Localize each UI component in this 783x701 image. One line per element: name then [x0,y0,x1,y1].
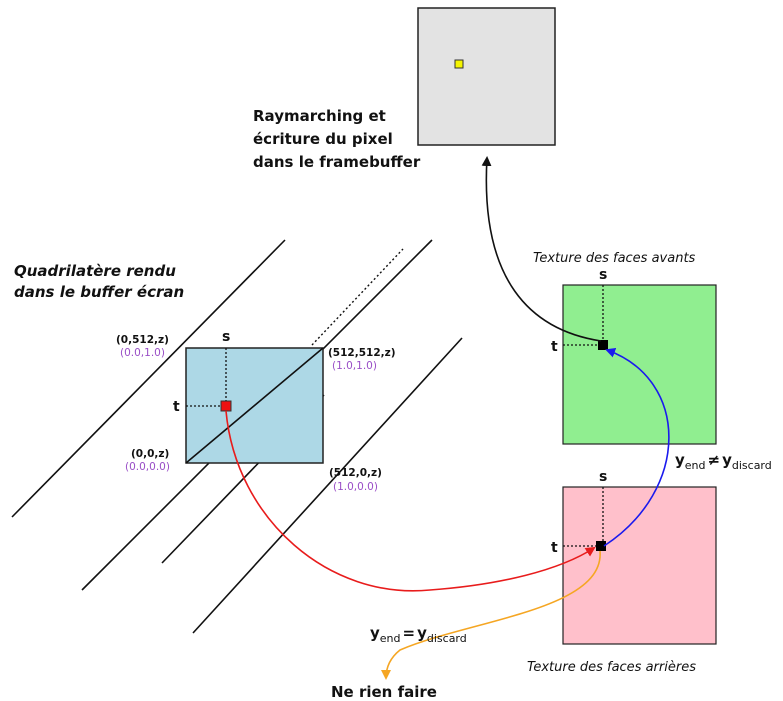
cond-ne-lhs: y [675,451,685,469]
screen-t-label: t [173,399,180,415]
framebuffer-group: Raymarching et écriture du pixel dans le… [253,7,556,171]
corner-bottom-left-uv: (0.0,0.0) [125,461,170,473]
front-texel [598,340,608,350]
black-arrow [481,156,602,342]
cond-eq-lhs-sub: end [380,632,401,645]
cond-eq-rhs: y [417,624,427,642]
front-texture-group: Texture des faces avants s t [533,251,717,445]
framebuffer-caption-line-2: écriture du pixel [253,130,393,148]
arrows [225,156,670,680]
cond-eq-lhs: y [370,624,380,642]
corner-top-left-uv: (0.0,1.0) [120,347,165,359]
back-s-label: s [599,469,607,485]
front-texture-caption: Texture des faces avants [533,251,696,266]
corner-bottom-right-uv: (1.0,0.0) [333,481,378,493]
do-nothing-label: Ne rien faire [331,683,437,701]
svg-text:yend=ydiscard: yend=ydiscard [370,624,467,645]
svg-text:yend≠ydiscard: yend≠ydiscard [675,451,772,472]
back-t-label: t [551,540,558,556]
diagonal-line-dotted [311,248,404,346]
front-texture-square [562,284,717,445]
cond-ne-rhs: y [722,451,732,469]
screen-quad-caption-line-2: dans le buffer écran [14,283,184,301]
condition-equal: yend=ydiscard [370,624,467,645]
framebuffer-caption-line-3: dans le framebuffer [253,153,421,171]
red-arrow [225,410,596,592]
corner-top-right-uv: (1.0,1.0) [332,360,377,372]
screen-pixel [220,400,232,412]
corner-top-right-pos: (512,512,z) [328,347,396,359]
cond-ne-rhs-sub: discard [732,459,772,472]
corner-bottom-left-pos: (0,0,z) [131,448,169,460]
screen-s-label: s [222,329,230,345]
screen-quad-diagonal [185,347,324,464]
framebuffer-pixel [454,59,464,69]
framebuffer-square [417,7,556,146]
back-texel [596,541,606,551]
back-texture-square [562,486,717,645]
cond-eq-op: = [403,624,416,642]
cond-ne-op: ≠ [708,451,721,469]
screen-quad-group: Quadrilatère rendu dans le buffer écran … [14,262,396,493]
corner-bottom-right-pos: (512,0,z) [329,467,382,479]
orange-arrow [381,550,601,680]
back-texture-group: s t Texture des faces arrières [527,469,717,675]
cond-eq-rhs-sub: discard [427,632,467,645]
projection-lines [11,239,463,634]
framebuffer-caption-line-1: Raymarching et [253,107,386,125]
condition-not-equal: yend≠ydiscard [675,451,772,472]
screen-quad-caption-line-1: Quadrilatère rendu [14,262,176,280]
diagonal-line-4 [192,337,463,634]
front-s-label: s [599,267,607,283]
front-t-label: t [551,339,558,355]
back-texture-caption: Texture des faces arrières [527,660,696,675]
diagonal-line-1 [11,239,286,518]
blue-arrow [603,348,670,547]
corner-top-left-pos: (0,512,z) [116,334,169,346]
cond-ne-lhs-sub: end [685,459,706,472]
